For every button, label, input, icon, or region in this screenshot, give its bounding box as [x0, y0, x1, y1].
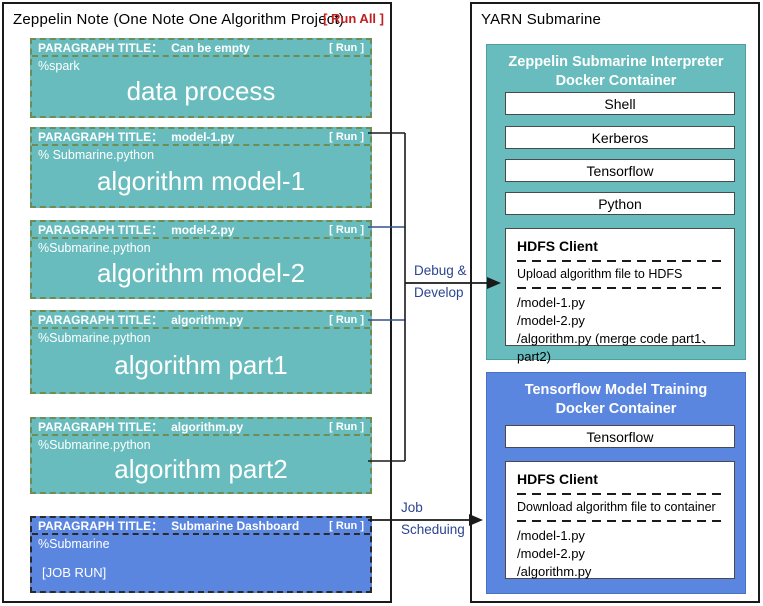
- hdfs-file: /model-2.py: [517, 546, 585, 561]
- dashed-divider: [517, 287, 723, 289]
- hdfs-file: /model-1.py: [517, 295, 585, 310]
- run-button[interactable]: [ Run ]: [329, 420, 364, 433]
- paragraph-title-prefix: PARAGRAPH TITLE：: [38, 130, 164, 144]
- run-button[interactable]: [ Run ]: [329, 313, 364, 326]
- paragraph-algorithm-part1: PARAGRAPH TITLE： algorithm.py [ Run ] %S…: [30, 310, 372, 394]
- paragraph-label: data process: [126, 76, 276, 106]
- paragraph-title-row: PARAGRAPH TITLE： algorithm.py [ Run ]: [32, 419, 370, 436]
- paragraph-submarine-dashboard: PARAGRAPH TITLE： Submarine Dashboard [ R…: [30, 516, 372, 593]
- paragraph-algorithm-part2: PARAGRAPH TITLE： algorithm.py [ Run ] %S…: [30, 417, 372, 494]
- run-button[interactable]: [ Run ]: [329, 41, 364, 54]
- component-tensorflow: Tensorflow: [505, 159, 735, 182]
- run-button[interactable]: [ Run ]: [329, 223, 364, 236]
- component-tensorflow: Tensorflow: [505, 425, 735, 448]
- paragraph-title-row: PARAGRAPH TITLE： model-1.py [ Run ]: [32, 129, 370, 146]
- zeppelin-note-title: Zeppelin Note (One Note One Algorithm Pr…: [13, 11, 345, 28]
- hdfs-file: /model-1.py: [517, 528, 585, 543]
- paragraph-title-prefix: PARAGRAPH TITLE：: [38, 313, 164, 327]
- debug-develop-label-line2: Develop: [414, 285, 464, 300]
- interpreter-directive: %Submarine.python: [38, 241, 151, 255]
- hdfs-file-list: /model-1.py /model-2.py /algorithm.py: [517, 527, 723, 581]
- paragraph-title-value: algorithm.py: [171, 419, 244, 434]
- container-header: Tensorflow Model Training Docker Contain…: [487, 373, 745, 419]
- hdfs-file: /model-2.py: [517, 313, 585, 328]
- interpreter-directive: %spark: [38, 59, 80, 73]
- paragraph-label: [JOB RUN]: [42, 565, 107, 580]
- paragraph-title-row: PARAGRAPH TITLE： model-2.py [ Run ]: [32, 222, 370, 239]
- paragraph-label: algorithm model-2: [96, 257, 306, 288]
- paragraph-title-value: algorithm.py: [171, 312, 244, 327]
- hdfs-client-box: HDFS Client Upload algorithm file to HDF…: [505, 228, 735, 364]
- container-header-line1: Zeppelin Submarine Interpreter: [508, 54, 724, 70]
- paragraph-title-prefix: PARAGRAPH TITLE：: [38, 41, 164, 55]
- yarn-submarine-title: YARN Submarine: [481, 11, 602, 28]
- paragraph-title-prefix: PARAGRAPH TITLE：: [38, 223, 164, 237]
- run-button[interactable]: [ Run ]: [329, 519, 364, 532]
- paragraph-title-row: PARAGRAPH TITLE： Can be empty [ Run ]: [32, 40, 370, 57]
- run-all-button[interactable]: [ Run All ]: [323, 11, 384, 26]
- hdfs-description: Download algorithm file to container: [517, 500, 716, 514]
- dashed-divider: [517, 520, 723, 522]
- paragraph-title-prefix: PARAGRAPH TITLE：: [38, 519, 164, 533]
- paragraph-title-prefix: PARAGRAPH TITLE：: [38, 420, 164, 434]
- job-scheduling-label-line2: Scheduing: [401, 522, 465, 537]
- hdfs-file: /algorithm.py (merge code part1、part2): [517, 331, 715, 364]
- container-header-line1: Tensorflow Model Training: [524, 382, 708, 398]
- job-scheduling-label-line1: Job: [401, 500, 423, 515]
- container-header-line2: Docker Container: [555, 401, 677, 417]
- paragraph-label: algorithm part2: [114, 453, 288, 484]
- hdfs-client-title: HDFS Client: [517, 238, 598, 254]
- hdfs-file-list: /model-1.py /model-2.py /algorithm.py (m…: [517, 294, 723, 366]
- interpreter-directive: % Submarine.python: [38, 148, 155, 162]
- paragraph-model-2: PARAGRAPH TITLE： model-2.py [ Run ] %Sub…: [30, 220, 372, 299]
- paragraph-title-row: PARAGRAPH TITLE： algorithm.py [ Run ]: [32, 312, 370, 329]
- paragraph-model-1: PARAGRAPH TITLE： model-1.py [ Run ] % Su…: [30, 127, 372, 208]
- hdfs-client-title: HDFS Client: [517, 471, 598, 487]
- dashed-divider: [517, 493, 723, 495]
- interpreter-directive: %Submarine: [38, 537, 110, 551]
- interpreter-directive: %Submarine.python: [38, 438, 151, 452]
- paragraph-title-value: Can be empty: [171, 40, 250, 55]
- hdfs-client-box: HDFS Client Download algorithm file to c…: [505, 461, 735, 579]
- hdfs-file: /algorithm.py: [517, 564, 592, 579]
- paragraph-title-value: Submarine Dashboard: [171, 518, 300, 533]
- component-shell: Shell: [505, 92, 735, 115]
- hdfs-description: Upload algorithm file to HDFS: [517, 267, 683, 281]
- paragraph-data-process: PARAGRAPH TITLE： Can be empty [ Run ] %s…: [30, 38, 372, 118]
- paragraph-title-value: model-1.py: [171, 129, 235, 144]
- interpreter-directive: %Submarine.python: [38, 331, 151, 345]
- paragraph-label: algorithm part1: [114, 350, 288, 380]
- paragraph-title-value: model-2.py: [171, 222, 235, 237]
- container-header: Zeppelin Submarine Interpreter Docker Co…: [487, 45, 745, 91]
- paragraph-title-row: PARAGRAPH TITLE： Submarine Dashboard [ R…: [32, 518, 370, 535]
- debug-develop-label-line1: Debug &: [414, 263, 467, 278]
- training-docker-container: Tensorflow Model Training Docker Contain…: [486, 372, 746, 594]
- interpreter-docker-container: Zeppelin Submarine Interpreter Docker Co…: [486, 44, 746, 364]
- dashed-divider: [517, 260, 723, 262]
- component-kerberos: Kerberos: [505, 126, 735, 149]
- zeppelin-note-panel: Zeppelin Note (One Note One Algorithm Pr…: [2, 2, 392, 603]
- paragraph-label: algorithm model-1: [96, 165, 306, 196]
- container-header-line2: Docker Container: [555, 73, 677, 89]
- component-python: Python: [505, 192, 735, 215]
- yarn-submarine-panel: YARN Submarine Zeppelin Submarine Interp…: [470, 2, 760, 603]
- run-button[interactable]: [ Run ]: [329, 130, 364, 143]
